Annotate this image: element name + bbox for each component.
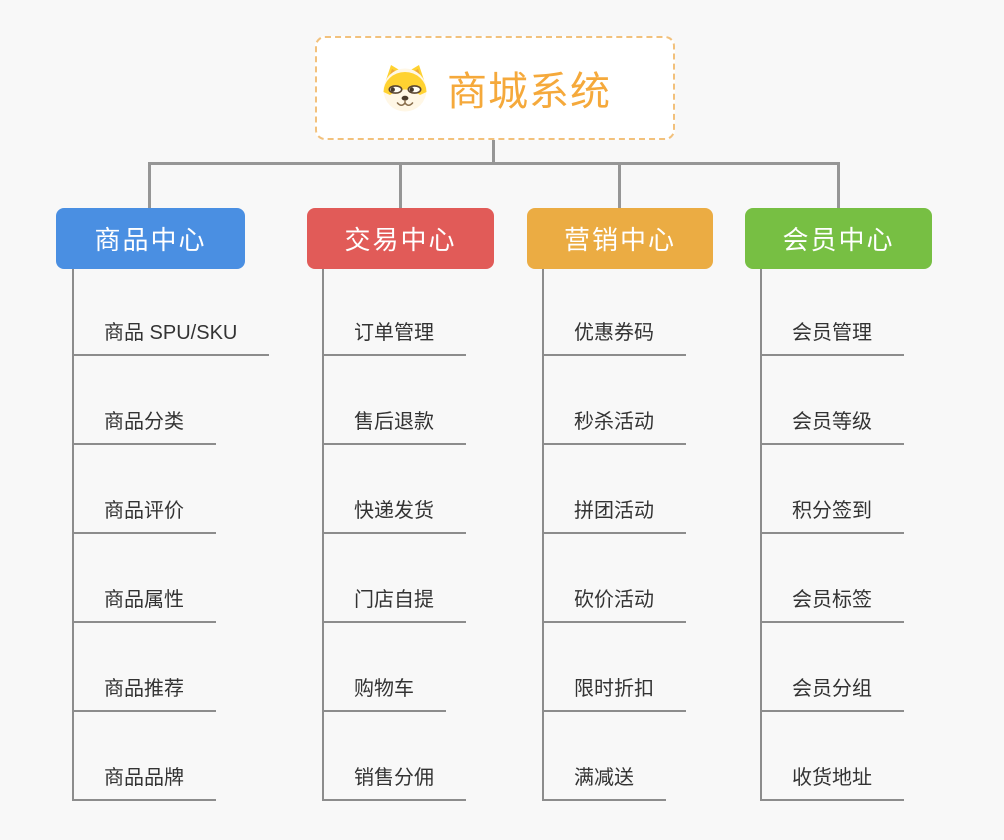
- leaf-node[interactable]: 砍价活动: [542, 581, 686, 623]
- leaf-node[interactable]: 门店自提: [322, 581, 466, 623]
- leaf-node[interactable]: 快递发货: [322, 492, 466, 534]
- leaf-node[interactable]: 会员管理: [760, 314, 904, 356]
- leaf-node[interactable]: 商品分类: [72, 403, 216, 445]
- connector-drop-trade: [399, 162, 402, 208]
- connector-main-horizontal: [148, 162, 839, 165]
- connector-root-stem: [492, 140, 495, 165]
- spine-trade-center: [322, 269, 324, 801]
- leaf-node[interactable]: 收货地址: [760, 759, 904, 801]
- leaf-node[interactable]: 销售分佣: [322, 759, 466, 801]
- connector-drop-product: [148, 162, 151, 208]
- leaf-node[interactable]: 积分签到: [760, 492, 904, 534]
- leaf-node[interactable]: 满减送: [542, 759, 666, 801]
- leaf-node[interactable]: 商品品牌: [72, 759, 216, 801]
- branch-label: 交易中心: [344, 225, 457, 255]
- leaf-node[interactable]: 订单管理: [322, 314, 466, 356]
- leaf-node[interactable]: 会员标签: [760, 581, 904, 623]
- root-node-mall-system[interactable]: 商城系统: [315, 36, 675, 140]
- leaf-node[interactable]: 拼团活动: [542, 492, 686, 534]
- spine-marketing-center: [542, 269, 544, 801]
- branch-label: 会员中心: [782, 225, 895, 255]
- leaf-node[interactable]: 会员等级: [760, 403, 904, 445]
- spine-member-center: [760, 269, 762, 801]
- branch-label: 商品中心: [94, 225, 207, 255]
- branch-marketing-center[interactable]: 营销中心: [527, 208, 713, 269]
- spine-product-center: [72, 269, 74, 801]
- branch-label: 营销中心: [563, 225, 676, 255]
- connector-drop-member: [837, 162, 840, 208]
- branch-product-center[interactable]: 商品中心: [56, 208, 245, 269]
- leaf-node[interactable]: 商品属性: [72, 581, 216, 623]
- leaf-node[interactable]: 商品推荐: [72, 670, 216, 712]
- branch-member-center[interactable]: 会员中心: [745, 208, 932, 269]
- leaf-node[interactable]: 售后退款: [322, 403, 466, 445]
- dog-face-icon: [379, 62, 431, 114]
- connector-drop-marketing: [618, 162, 621, 208]
- root-title: 商城系统: [447, 70, 611, 114]
- leaf-node[interactable]: 会员分组: [760, 670, 904, 712]
- leaf-node[interactable]: 优惠券码: [542, 314, 686, 356]
- branch-trade-center[interactable]: 交易中心: [307, 208, 494, 269]
- leaf-node[interactable]: 商品 SPU/SKU: [72, 314, 270, 356]
- leaf-node[interactable]: 秒杀活动: [542, 403, 686, 445]
- leaf-node[interactable]: 商品评价: [72, 492, 216, 534]
- leaf-node[interactable]: 限时折扣: [542, 670, 686, 712]
- leaf-node[interactable]: 购物车: [322, 670, 446, 712]
